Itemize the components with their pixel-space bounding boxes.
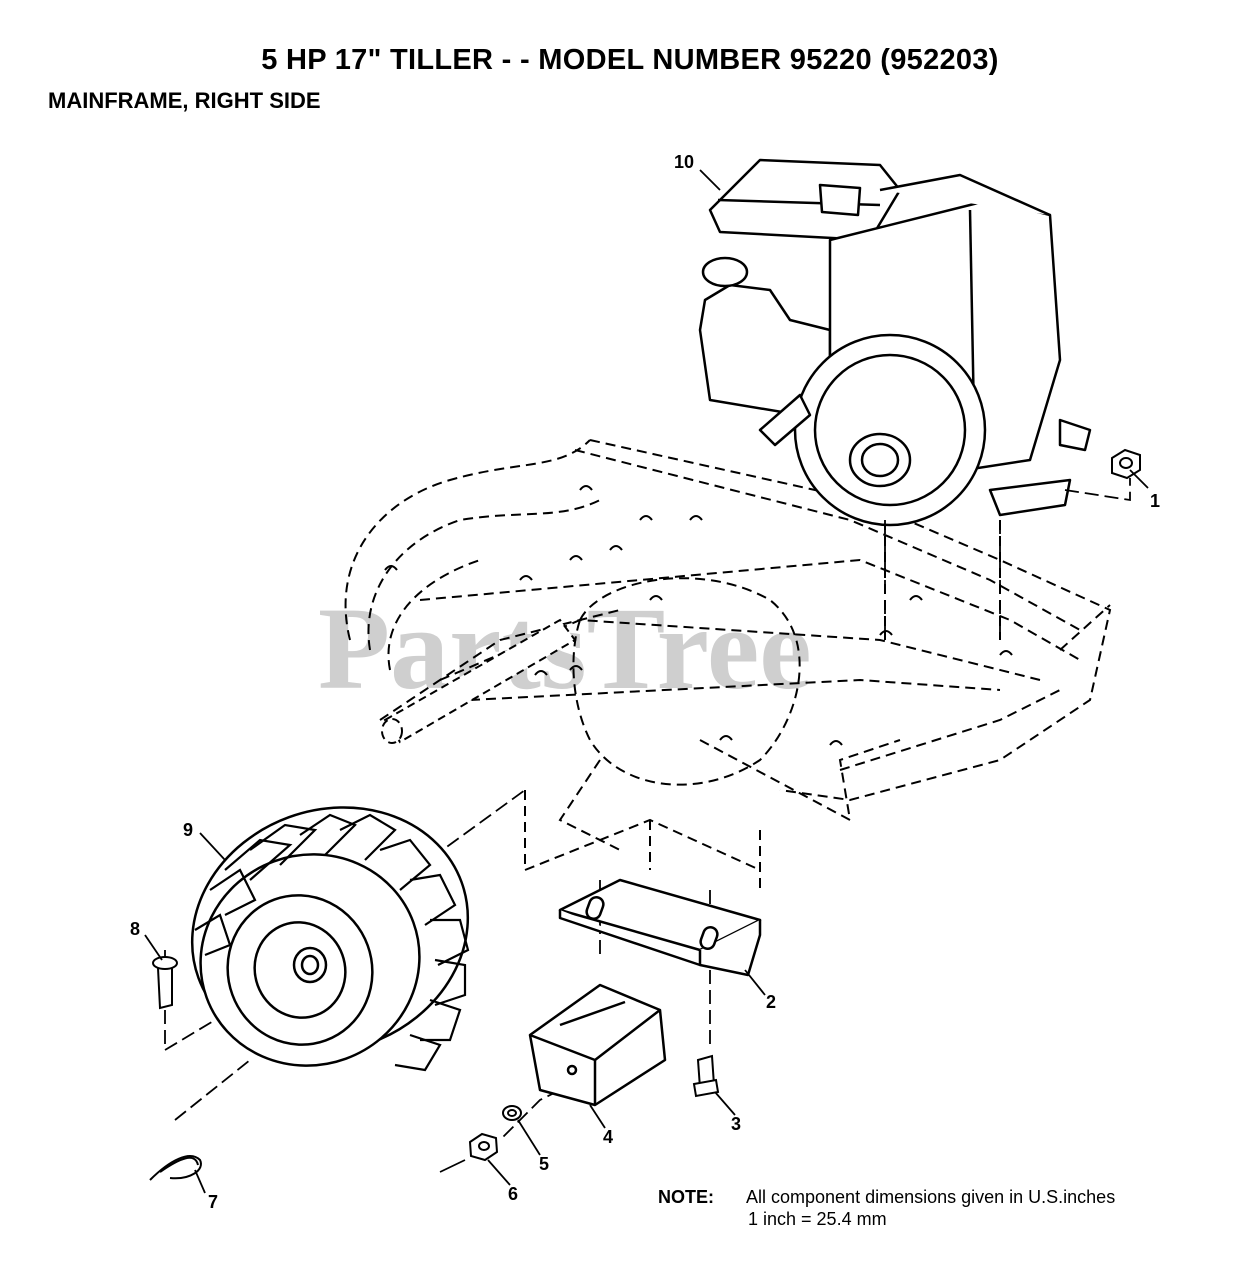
- note-label: NOTE:: [658, 1187, 714, 1207]
- diagram-subtitle: MAINFRAME, RIGHT SIDE: [48, 88, 321, 113]
- callout-3: 3: [731, 1114, 741, 1134]
- callout-7: 7: [208, 1192, 218, 1212]
- callout-10: 10: [674, 152, 694, 172]
- nut-part-1: [1111, 448, 1141, 480]
- note-line-2: 1 inch = 25.4 mm: [748, 1209, 887, 1229]
- dimensions-note: NOTE: All component dimensions given in U…: [658, 1186, 1115, 1230]
- clevis-pin-part-8: [152, 956, 178, 1010]
- engine: [698, 158, 1092, 527]
- bracket-part-2: [558, 878, 762, 977]
- watermark: PartsTree: [318, 583, 812, 714]
- callout-6: 6: [508, 1184, 518, 1204]
- hairpin-clip-part-7: [149, 1155, 202, 1181]
- diagram-title: 5 HP 17" TILLER - - MODEL NUMBER 95220 (…: [261, 44, 999, 76]
- bolt-part-3: [692, 1054, 720, 1098]
- callout-1: 1: [1150, 491, 1160, 511]
- callout-8: 8: [130, 919, 140, 939]
- tire-tread: [194, 813, 470, 1072]
- note-line-1: All component dimensions given in U.S.in…: [746, 1187, 1116, 1207]
- washer-part-5: [502, 1105, 522, 1121]
- nut-part-6: [468, 1132, 499, 1162]
- callout-2: 2: [766, 992, 776, 1012]
- shield-part-4: [528, 983, 667, 1107]
- axle-tube: [381, 618, 577, 744]
- callout-5: 5: [539, 1154, 549, 1174]
- callout-4: 4: [603, 1127, 613, 1147]
- callout-leaders: [144, 169, 1149, 1194]
- tire-wheel: [190, 806, 470, 1067]
- mainframe-phantom: [344, 439, 1112, 890]
- frame-fasteners: [384, 485, 1013, 746]
- callout-9: 9: [183, 820, 193, 840]
